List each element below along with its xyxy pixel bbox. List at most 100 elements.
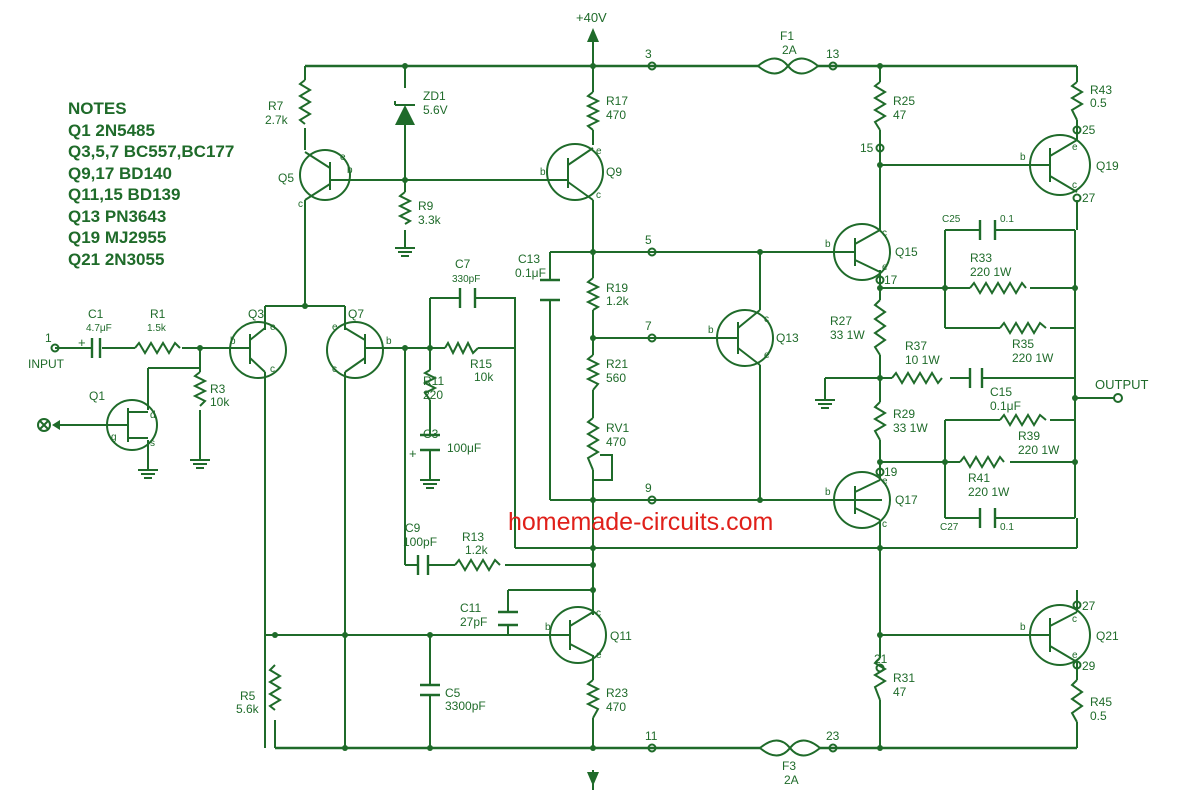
labels: +40V 1 INPUT OUTPUT F1 2A F3 2A 3 13 5 7… bbox=[28, 10, 1149, 787]
transistor-q5 bbox=[299, 149, 351, 201]
schematic-label: 2.7k bbox=[265, 113, 289, 127]
schematic-label: R29 bbox=[893, 407, 915, 421]
r45-symbol bbox=[1070, 679, 1084, 723]
fuses bbox=[757, 57, 821, 757]
schematic-label: 1.5k bbox=[147, 323, 167, 334]
schematic-label: b bbox=[347, 165, 353, 176]
schematic-label: R1 bbox=[150, 307, 166, 321]
schematic-label: e bbox=[882, 476, 888, 487]
schematic-label: Q7 bbox=[348, 307, 364, 321]
schematic-label: c bbox=[1072, 614, 1077, 625]
transistor-q15 bbox=[833, 223, 891, 281]
notes-block: NOTES Q1 2N5485 Q3,5,7 BC557,BC177 Q9,17… bbox=[68, 98, 234, 270]
notes-title: NOTES bbox=[68, 99, 127, 118]
schematic-label: R37 bbox=[905, 339, 927, 353]
schematic-label: 10 1W bbox=[905, 353, 940, 367]
schematic-label: R45 bbox=[1090, 695, 1112, 709]
fuse-f3-symbol bbox=[759, 739, 821, 757]
schematic-label: e bbox=[596, 650, 602, 661]
schematic-label: 15 bbox=[860, 141, 874, 155]
transistor-q9 bbox=[546, 143, 604, 201]
zener-diode-zd1 bbox=[394, 101, 415, 125]
r11-symbol bbox=[422, 369, 438, 401]
watermark: homemade-circuits.com bbox=[508, 508, 774, 536]
schematic-label: e bbox=[1072, 650, 1078, 661]
schematic-label: 0.1 bbox=[1000, 214, 1014, 225]
schematic-label: R17 bbox=[606, 94, 628, 108]
rv1-symbol bbox=[586, 417, 600, 471]
schematic-label: 220 bbox=[423, 388, 443, 402]
schematic-label: 23 bbox=[826, 729, 840, 743]
schematic-label: R5 bbox=[240, 689, 256, 703]
schematic-label: R25 bbox=[893, 94, 915, 108]
schematic-label: 19 bbox=[884, 465, 898, 479]
schematic-label: + bbox=[78, 335, 86, 350]
schematic-label: g bbox=[111, 432, 117, 443]
schematic-label: R33 bbox=[970, 251, 992, 265]
r31-symbol bbox=[873, 657, 887, 701]
schematic-label: 0.1μF bbox=[990, 399, 1021, 413]
r43-symbol bbox=[1070, 81, 1084, 121]
schematic-label: b bbox=[708, 325, 714, 336]
notes-line: Q13 PN3643 bbox=[68, 206, 167, 226]
notes-line: Q21 2N3055 bbox=[68, 249, 165, 269]
notes-line: Q1 2N5485 bbox=[68, 120, 155, 140]
schematic-label: Q15 bbox=[895, 245, 918, 259]
schematic-label: b bbox=[1020, 622, 1026, 633]
notes-line: Q11,15 BD139 bbox=[68, 185, 181, 204]
r41-symbol bbox=[959, 455, 1005, 469]
schematic-label: R11 bbox=[423, 374, 444, 388]
schematic-label: Q21 bbox=[1096, 629, 1119, 643]
notes-line: Q9,17 BD140 bbox=[68, 163, 172, 183]
schematic-label: 1 bbox=[45, 331, 52, 345]
r37-symbol bbox=[891, 371, 943, 385]
schematic-label: 100pF bbox=[403, 535, 437, 549]
schematic-label: 470 bbox=[606, 108, 626, 122]
capacitors bbox=[90, 220, 997, 697]
schematic-label: b bbox=[386, 336, 392, 347]
schematic-label: b bbox=[230, 336, 236, 347]
schematic-label: R21 bbox=[606, 357, 628, 371]
r3-symbol bbox=[192, 371, 208, 407]
transistor-q13 bbox=[716, 309, 774, 367]
schematic-label: Q5 bbox=[278, 171, 294, 185]
schematic-label: 220 1W bbox=[1012, 351, 1054, 365]
arrows bbox=[52, 28, 599, 786]
output-label: OUTPUT bbox=[1095, 377, 1149, 392]
schematic-label: R23 bbox=[606, 686, 628, 700]
schematic-label: e bbox=[882, 262, 888, 273]
schematic-label: 10k bbox=[210, 395, 230, 409]
schematic-label: 470 bbox=[606, 700, 626, 714]
schematic-label: b bbox=[825, 239, 831, 250]
r15-symbol bbox=[444, 340, 479, 356]
schematic-label: Q13 bbox=[776, 331, 799, 345]
schematic-label: Q11 bbox=[610, 629, 632, 643]
schematic-label: 27pF bbox=[460, 615, 487, 629]
transistor-q3 bbox=[229, 321, 287, 379]
c3-symbol bbox=[420, 433, 440, 452]
schematic-label: 1.2k bbox=[606, 294, 630, 308]
r7-symbol bbox=[298, 79, 312, 125]
schematic-label: 330pF bbox=[452, 274, 480, 285]
transistors bbox=[106, 134, 1091, 666]
schematic-label: R9 bbox=[418, 199, 434, 213]
r5-symbol bbox=[268, 664, 282, 711]
c25-symbol bbox=[978, 220, 997, 240]
schematic-label: 27 bbox=[1082, 599, 1096, 613]
junctions bbox=[37, 61, 1123, 753]
schematic-label: R3 bbox=[210, 382, 226, 396]
schematic-label: 100μF bbox=[447, 441, 481, 455]
schematic-label: b bbox=[540, 167, 546, 178]
r33-symbol bbox=[969, 281, 1027, 295]
schematic-label: 0.5 bbox=[1090, 96, 1107, 110]
schematic-label: 0.1μF bbox=[515, 266, 546, 280]
r39-symbol bbox=[999, 413, 1047, 427]
schematic-label: F1 bbox=[780, 29, 794, 43]
c11-symbol bbox=[498, 610, 518, 627]
schematic-label: 0.1 bbox=[1000, 522, 1014, 533]
r25-symbol bbox=[873, 81, 887, 131]
schematic-label: 220 1W bbox=[970, 265, 1012, 279]
schematic-label: ZD1 bbox=[423, 89, 446, 103]
schematic-label: c bbox=[332, 364, 337, 375]
